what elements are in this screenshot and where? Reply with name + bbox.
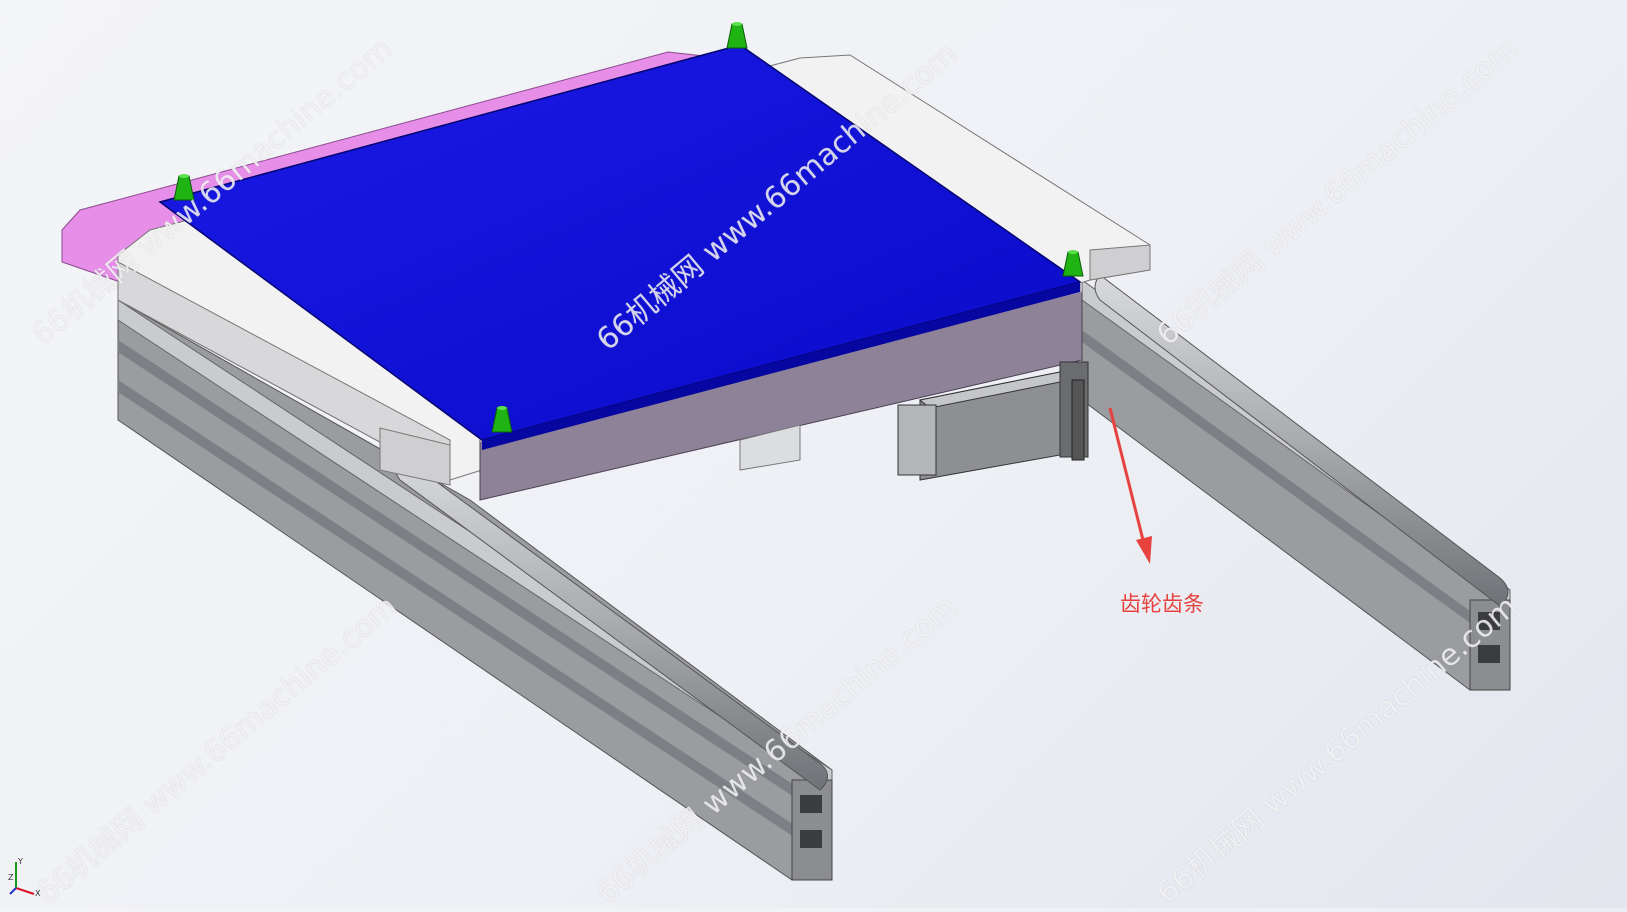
locator-pins (173, 22, 1084, 433)
axis-y-label: Y (17, 857, 23, 866)
locator-pin (491, 406, 513, 433)
right-guide-shaft (1094, 274, 1509, 607)
locator-pin (726, 22, 748, 49)
locator-pin (173, 174, 195, 201)
axis-x-label: X (35, 889, 41, 898)
annotation-arrow (1108, 407, 1152, 564)
drive-motor (897, 361, 1089, 481)
left-rail-assembly (117, 299, 833, 881)
gear-rack-label: 齿轮齿条 (1120, 592, 1204, 616)
right-rail-assembly (1081, 274, 1511, 691)
locator-pin (1062, 250, 1084, 277)
axis-z-label: Z (8, 873, 14, 882)
axis-triad-icon: X Y Z (8, 857, 41, 898)
gear-rack (1071, 379, 1085, 461)
